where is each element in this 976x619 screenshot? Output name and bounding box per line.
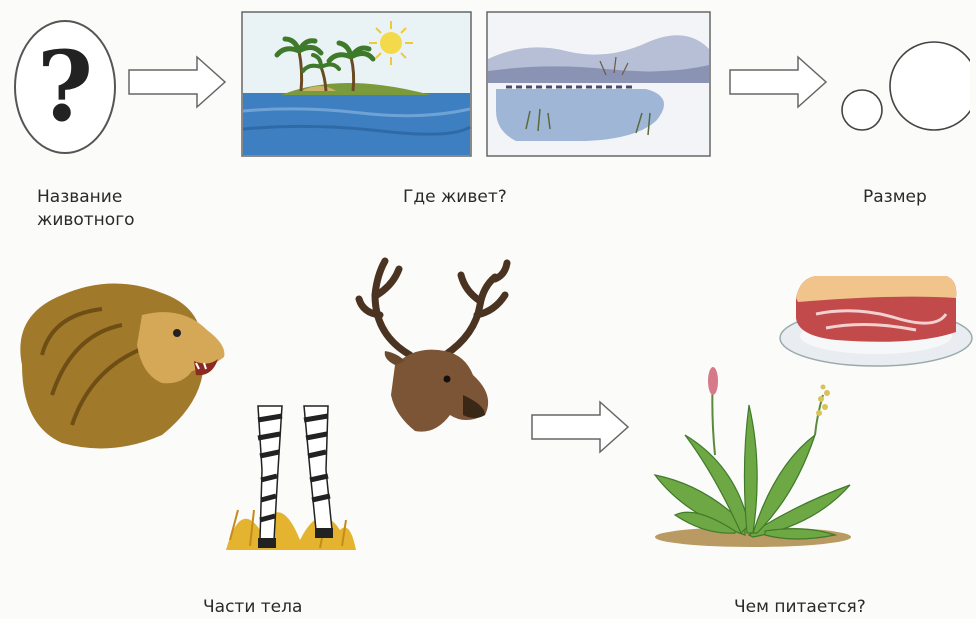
arrow-right-icon: [127, 55, 227, 109]
meat-plate-picture: [776, 268, 974, 370]
habitat-label: Где живет?: [403, 186, 507, 209]
winter-river-picture: [486, 11, 711, 157]
arrow-right-icon: [728, 55, 828, 109]
lion-head-picture: [12, 275, 232, 455]
size-label: Размер: [863, 186, 927, 209]
animal-name-label: Название животного: [37, 186, 135, 232]
plant-picture: [645, 365, 860, 550]
body-parts-label: Части тела: [203, 596, 302, 619]
island-picture: [241, 11, 472, 157]
question-mark: ?: [12, 34, 118, 140]
size-circles-icon: [840, 40, 970, 140]
food-label: Чем питается?: [734, 596, 866, 619]
zebra-legs-picture: [220, 400, 360, 560]
question-oval: ?: [12, 18, 118, 156]
deer-head-picture: [355, 255, 515, 440]
arrow-right-icon: [530, 400, 630, 454]
